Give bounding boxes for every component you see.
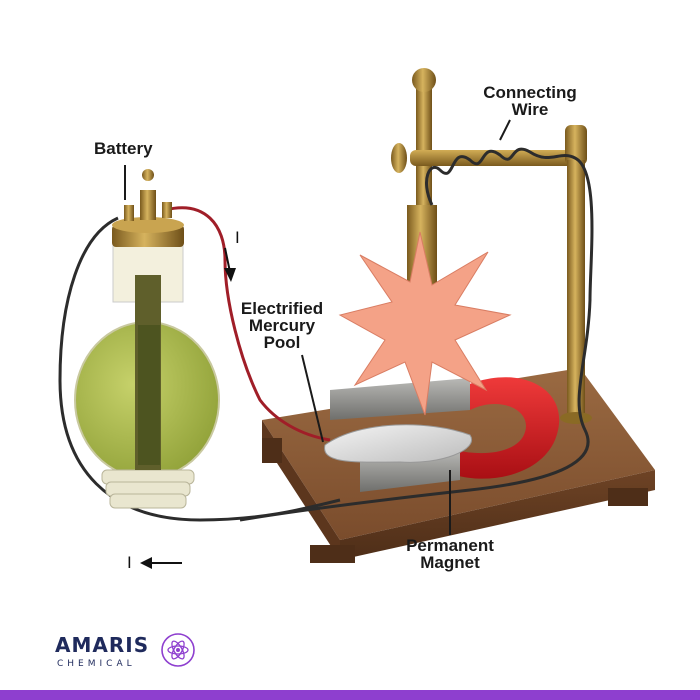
brand-name: AMARIS [55, 633, 150, 657]
mercury-pool [324, 424, 473, 463]
battery-flask [74, 169, 220, 509]
connecting-wire-label-line2: Wire [511, 100, 549, 119]
red-wire [164, 206, 331, 442]
permanent-magnet-label-line1: Permanent [406, 536, 494, 555]
permanent-magnet-label-line2: Magnet [420, 553, 480, 572]
callout-lines [124, 119, 511, 535]
connecting-wire-label-line1: Connecting [483, 83, 577, 102]
connecting-wire [239, 147, 594, 522]
current-arrow-top [224, 247, 236, 282]
connecting-wire-label: Connecting Wire [480, 84, 580, 118]
footer-bar [0, 690, 700, 700]
black-wire [58, 216, 341, 522]
current-label-bottom: I [127, 553, 132, 572]
permanent-magnet-label: Permanent Magnet [400, 537, 500, 571]
spark-star [338, 231, 512, 416]
brand-subtitle: CHEMICAL [57, 659, 136, 669]
mercury-pool-label-line2: Mercury [248, 316, 316, 335]
mercury-pool-label: Electrified Mercury Pool [232, 300, 332, 351]
atom-icon [161, 633, 195, 667]
mercury-pool-label-line1: Electrified [240, 299, 324, 318]
brand-wordmark: AMARIS CHEMICAL [55, 633, 195, 673]
current-label-top: I [235, 228, 240, 247]
battery-label: Battery [94, 139, 153, 158]
mercury-pool-label-line3: Pool [263, 333, 301, 352]
current-arrow-bottom [140, 557, 182, 569]
